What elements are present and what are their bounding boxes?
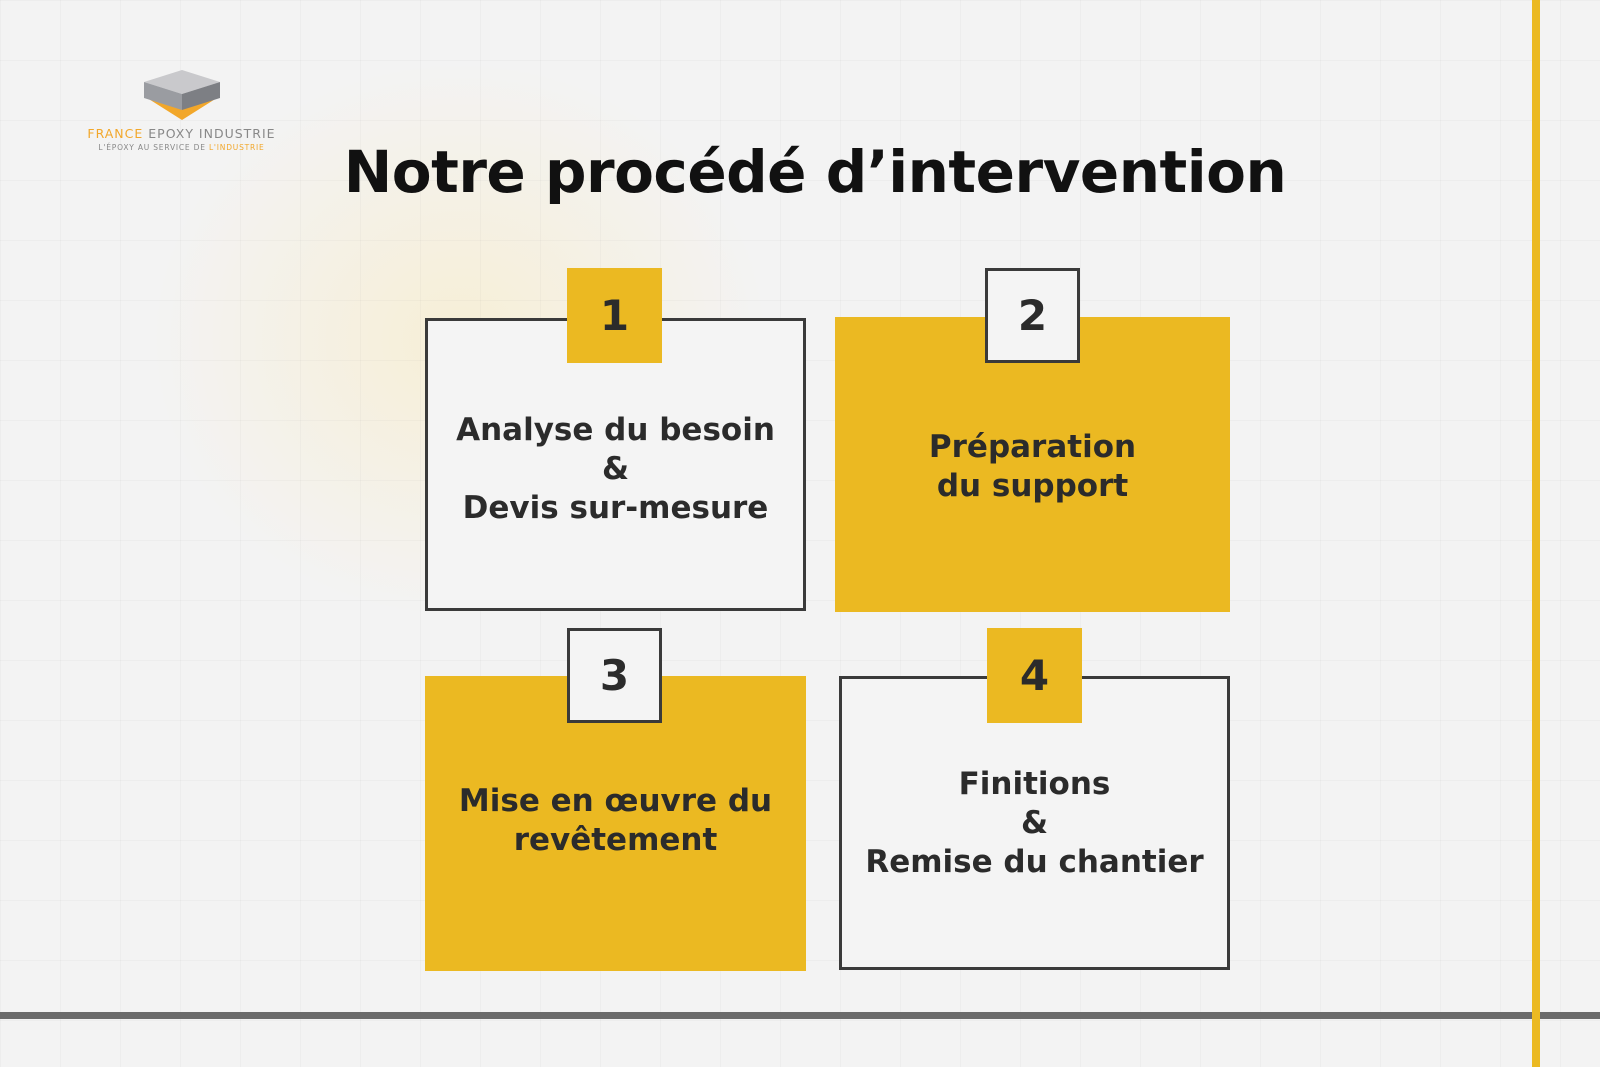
logo: FRANCE EPOXY INDUSTRIE L'ÉPOXY AU SERVIC… [74,70,289,152]
logo-brand-2: EPOXY INDUSTRIE [148,126,276,141]
step-4-line: Remise du chantier [865,843,1204,880]
step-2-line: du support [936,468,1129,504]
epoxy-block-icon [143,70,220,120]
step-3-line: Mise en œuvre du [458,783,773,819]
bottom-divider-right [1540,1012,1600,1019]
page-title: Notre procédé d’intervention [343,138,1287,206]
step-1-line: Devis sur-mesure [462,490,769,526]
step-2-line: Préparation [928,429,1137,465]
step-4-line: Finitions [958,765,1111,802]
step-number-1: 1 [567,268,662,363]
step-3-line: revêtement [513,822,718,858]
logo-brand-1: FRANCE [87,126,144,141]
step-1-line: & [601,451,630,487]
step-number-4: 4 [987,628,1082,723]
step-4-line: & [1020,804,1049,841]
logo-tagline-1: L'ÉPOXY AU SERVICE DE [98,143,206,152]
accent-vertical-line [1532,0,1540,1067]
bottom-divider [0,1012,1532,1019]
logo-tagline-2: L'INDUSTRIE [208,143,265,152]
step-card-1: Analyse du besoin&Devis sur-mesure [425,318,806,611]
step-number-2: 2 [985,268,1080,363]
step-1-line: Analyse du besoin [456,412,775,448]
step-number-3: 3 [567,628,662,723]
